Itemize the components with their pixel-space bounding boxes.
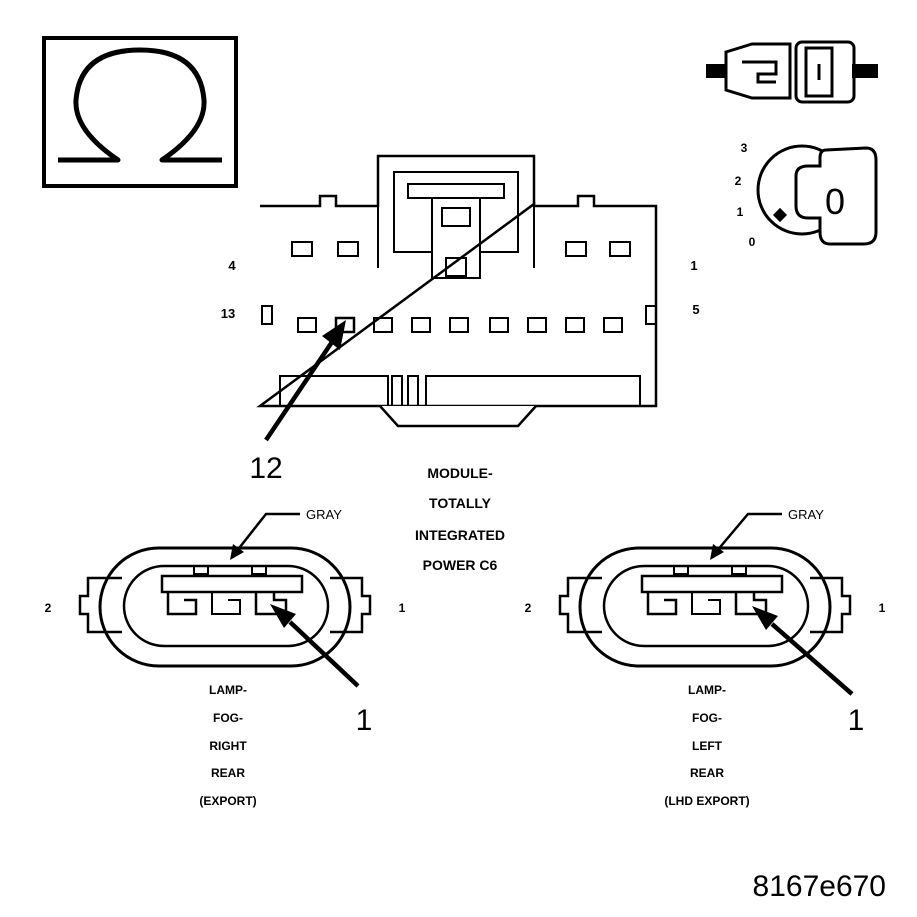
ignition-key-position: 0	[825, 181, 845, 222]
module-pin-label-13: 13	[221, 306, 235, 321]
lamp-right-title-line-1: LAMP-	[209, 683, 247, 697]
lamp-left-title-line-3: LEFT	[692, 739, 723, 753]
lamp-left-connector: GRAY 2 1 1 LAMP- FOG- LEFT REAR (LHD EXP…	[525, 507, 886, 808]
lamp-right-callout-pin: 1	[356, 704, 373, 737]
lamp-right-connector: GRAY 2 1 1 LAMP- FOG- RIGHT REAR (EXPORT…	[45, 507, 406, 808]
lamp-left-title: LAMP- FOG- LEFT REAR (LHD EXPORT)	[664, 683, 749, 808]
module-pin-label-5: 5	[692, 302, 699, 317]
lamp-right-title-line-3: RIGHT	[209, 739, 247, 753]
lamp-left-pin-1: 1	[879, 601, 886, 615]
lamp-left-title-line-2: FOG-	[692, 711, 722, 725]
ignition-position-2: 2	[735, 174, 742, 188]
module-connector: 4 1 13 5 12 MODULE- TOTALLY INTEGRATED P…	[221, 154, 700, 573]
module-connector-title: MODULE- TOTALLY INTEGRATED POWER C6	[415, 465, 505, 573]
module-callout-pin: 12	[249, 452, 282, 485]
lamp-right-color-label: GRAY	[306, 507, 342, 522]
lamp-left-pin-2: 2	[525, 601, 532, 615]
lamp-right-pin-2: 2	[45, 601, 52, 615]
module-title-line-2: TOTALLY	[429, 495, 492, 511]
module-title-line-3: INTEGRATED	[415, 527, 505, 543]
ignition-position-3: 3	[741, 141, 748, 155]
lamp-right-title-line-4: REAR	[211, 766, 245, 780]
module-pin-label-1: 1	[690, 258, 697, 273]
ohm-icon	[42, 36, 238, 188]
lamp-right-title: LAMP- FOG- RIGHT REAR (EXPORT)	[199, 683, 256, 808]
module-pin-label-4: 4	[228, 258, 236, 273]
figure-id: 8167e670	[753, 870, 886, 903]
lamp-right-pin-1: 1	[399, 601, 406, 615]
lamp-left-title-line-5: (LHD EXPORT)	[664, 794, 749, 808]
lamp-left-title-line-4: REAR	[690, 766, 724, 780]
module-title-line-1: MODULE-	[427, 465, 493, 481]
lamp-left-color-label: GRAY	[788, 507, 824, 522]
lamp-right-title-line-5: (EXPORT)	[199, 794, 256, 808]
ignition-position-0: 0	[749, 235, 756, 249]
lamp-left-title-line-1: LAMP-	[688, 683, 726, 697]
ignition-position-1: 1	[737, 205, 744, 219]
lamp-right-title-line-2: FOG-	[213, 711, 243, 725]
connector-disconnected-icon	[706, 40, 878, 104]
module-title-line-4: POWER C6	[423, 557, 498, 573]
ignition-key-icon: 0 3 2 1 0	[735, 141, 878, 249]
lamp-left-callout-pin: 1	[848, 704, 865, 737]
